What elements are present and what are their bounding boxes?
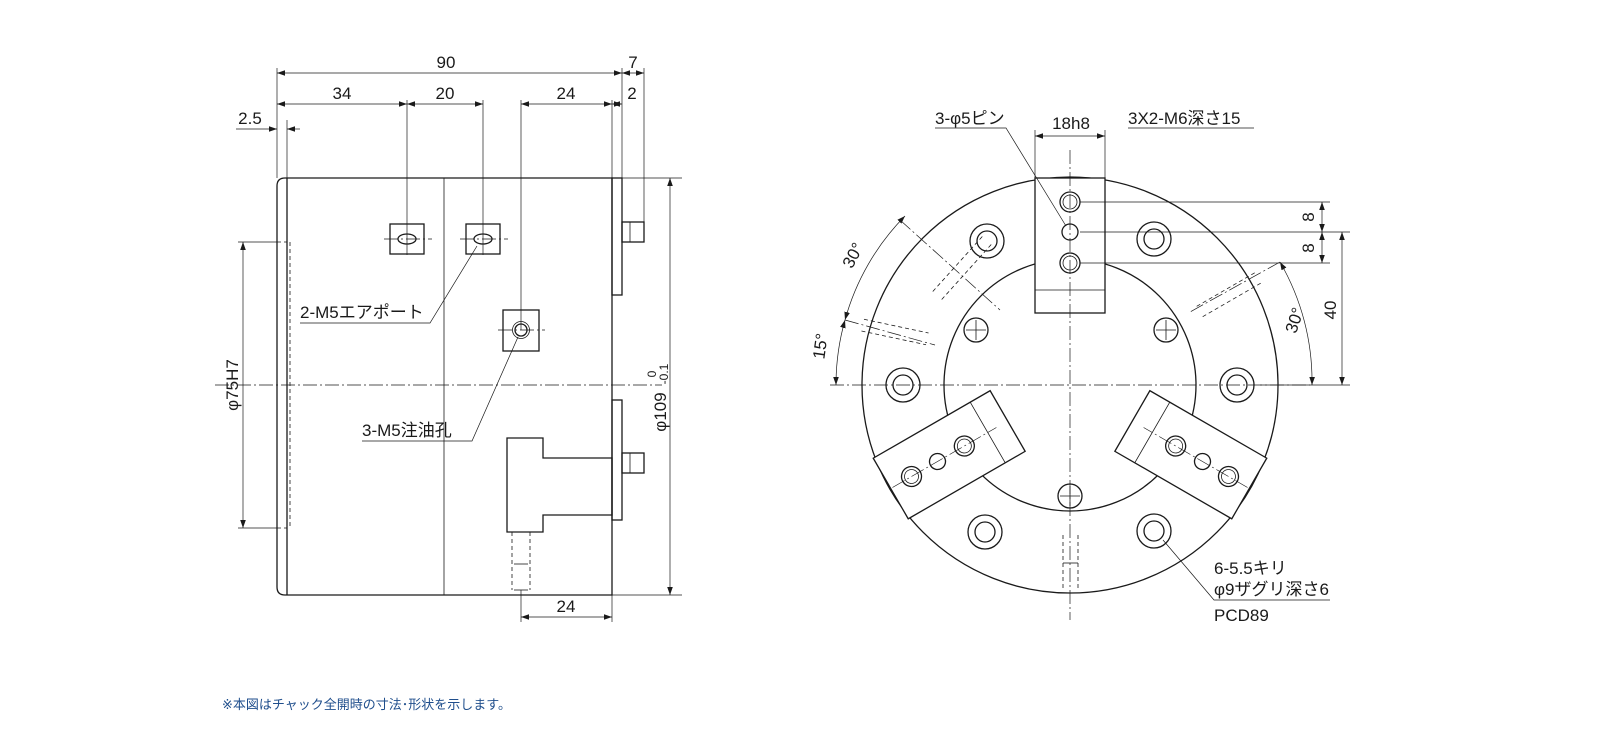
- air-port-left: [384, 223, 432, 255]
- label-oil-hole: 3-M5注油孔: [362, 421, 452, 440]
- footnote: ※本図はチャック全開時の寸法･形状を示します。: [222, 698, 511, 713]
- label-holes-line3: PCD89: [1214, 606, 1269, 625]
- angle-text-30-left: 30°: [839, 240, 868, 272]
- leader-oil-hole: [362, 336, 519, 442]
- air-port-right: [460, 223, 508, 255]
- leader-pins: [935, 127, 1067, 227]
- dim-text-2-5: 2.5: [238, 109, 262, 128]
- dim-text-7: 7: [628, 53, 637, 72]
- side-jaw-bottom: [621, 452, 645, 474]
- side-jaw-top: [621, 221, 645, 243]
- side-view: 90 7 34 20 24 2 2.5 24 φ75H7 φ109 0 -0.1…: [215, 53, 682, 622]
- cross-screw-left: [963, 317, 989, 343]
- arc-15: [833, 319, 846, 386]
- label-taps: 3X2-M6深さ15: [1128, 109, 1240, 128]
- side-step-block: [506, 437, 613, 533]
- dim-text-bore: φ75H7: [223, 359, 242, 411]
- side-flange-top: [611, 177, 623, 296]
- dim-text-40: 40: [1321, 301, 1340, 320]
- front-jaw-left: [1113, 389, 1268, 520]
- label-holes-line1: 6-5.5キリ: [1214, 559, 1287, 578]
- dim-text-90: 90: [437, 53, 456, 72]
- dim-text-outer-tol-upper: 0: [645, 370, 659, 377]
- leader-air-port: [300, 245, 478, 324]
- dim-text-34: 34: [333, 84, 352, 103]
- oil-hole-port: [498, 309, 545, 352]
- arc-30-right: [1279, 261, 1315, 386]
- mount-hole-6: [1136, 513, 1172, 549]
- side-flange-bottom: [611, 399, 623, 521]
- dim-text-2: 2: [627, 84, 636, 103]
- mount-hole-4: [1136, 221, 1172, 257]
- dim-text-outer-tol-lower: -0.1: [657, 363, 671, 384]
- front-view: 3-φ5ピン 18h8 3X2-M6深さ15 8 8 40 30° 15° 30…: [809, 109, 1350, 625]
- dim-text-24-bottom: 24: [557, 597, 576, 616]
- leader-holes: [1162, 539, 1330, 601]
- cross-screw-right: [1153, 317, 1179, 343]
- angle-text-30-right: 30°: [1282, 305, 1308, 335]
- dim-text-slot: 18h8: [1052, 114, 1090, 133]
- arc-30-left: [844, 215, 906, 321]
- centerline-left: [844, 319, 936, 346]
- dim-text-outer-dia: φ109: [651, 392, 670, 431]
- mount-hole-5: [967, 514, 1003, 550]
- mount-hole-3: [969, 223, 1005, 259]
- label-pins: 3-φ5ピン: [935, 109, 1005, 128]
- hidden-port-upper-left: [932, 235, 993, 300]
- label-air-port: 2-M5エアポート: [300, 303, 424, 322]
- centerline-upper-left: [899, 219, 1001, 311]
- dim-text-24-top: 24: [557, 84, 576, 103]
- label-holes-line2: φ9ザグリ深さ6: [1214, 580, 1329, 599]
- hidden-port-left: [861, 318, 929, 346]
- hidden-port-right: [1196, 270, 1264, 318]
- side-body-outline: [276, 177, 613, 596]
- front-jaw-right: [872, 389, 1027, 520]
- dim-text-20: 20: [436, 84, 455, 103]
- angle-text-15: 15°: [809, 332, 831, 360]
- centerline-right: [1189, 261, 1281, 313]
- hidden-port-bottom: [1062, 535, 1079, 590]
- dim-text-8-a: 8: [1299, 212, 1318, 221]
- dim-text-8-b: 8: [1299, 243, 1318, 252]
